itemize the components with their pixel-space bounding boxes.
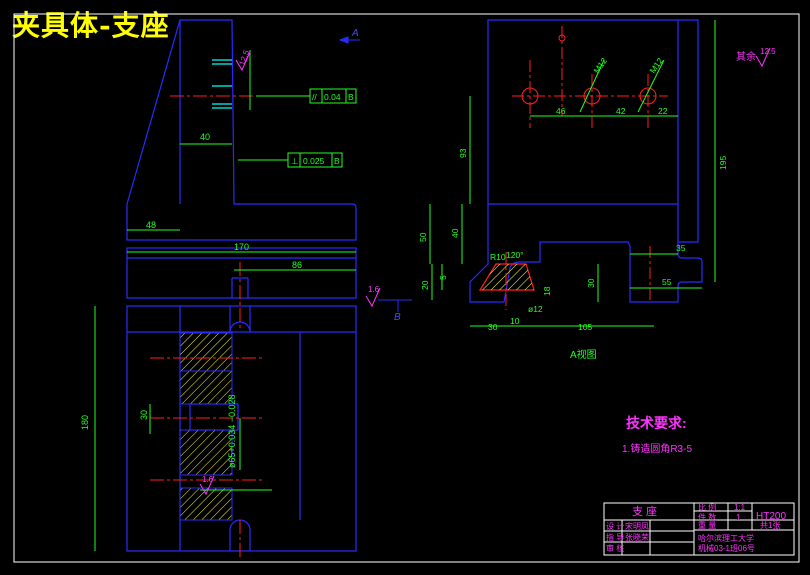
front-dim-labels: 40 48 170 86 180 30 ø65+0.034 −0.028 bbox=[80, 132, 302, 468]
dim-50: 50 bbox=[418, 232, 428, 242]
side-view-label: A视图 bbox=[570, 348, 597, 361]
section-hatching bbox=[179, 332, 233, 521]
title-block-frame bbox=[603, 502, 795, 556]
qty-value: 1 bbox=[736, 513, 741, 522]
dim-30-side: 30 bbox=[488, 322, 498, 332]
title-block-text: 支 座 比 例 1:1 件 数 1 HT200 设 计 宋明凤 指 导 张晓荣 … bbox=[606, 502, 786, 553]
dim-180: 180 bbox=[80, 415, 90, 430]
view-arrows bbox=[338, 36, 412, 312]
dim-46: 46 bbox=[556, 106, 566, 116]
tol-1-value: 0.04 bbox=[324, 92, 341, 102]
callout-m12-a: M12 bbox=[591, 56, 609, 76]
dim-48: 48 bbox=[146, 220, 156, 230]
material: HT200 bbox=[756, 511, 786, 522]
dim-170: 170 bbox=[234, 242, 249, 252]
school-name: 哈尔滨理工大学 bbox=[698, 533, 754, 543]
side-hatch bbox=[480, 264, 534, 290]
base-plate bbox=[126, 247, 357, 299]
side-dim-labels: 46 42 22 93 195 50 40 20 5 30 35 55 10 1… bbox=[418, 56, 728, 332]
dim-86: 86 bbox=[292, 260, 302, 270]
slot-marks bbox=[212, 59, 232, 109]
dim-10: 10 bbox=[510, 316, 520, 326]
side-view bbox=[469, 19, 703, 303]
reviewer-role: 审 核 bbox=[606, 543, 624, 553]
tolerance-frames bbox=[287, 88, 357, 168]
dim-30: 30 bbox=[139, 410, 149, 420]
designer-role: 设 计 bbox=[606, 521, 624, 531]
roughness-1-6-a: 1.6 bbox=[368, 285, 380, 294]
section-body bbox=[126, 305, 357, 552]
tol-2-value: 0.025 bbox=[303, 156, 325, 166]
dim-35: 35 bbox=[676, 243, 686, 253]
roughness-1-6-b: 1.6 bbox=[202, 475, 214, 484]
dim-22: 22 bbox=[658, 106, 668, 116]
remaining-roughness-value: 12.5 bbox=[760, 47, 776, 56]
radius-r10: R10 bbox=[490, 252, 506, 262]
side-center-lines bbox=[505, 26, 668, 310]
dim-18: 18 bbox=[542, 286, 552, 296]
designer-name: 宋明凤 bbox=[625, 521, 649, 531]
dim-30-right: 30 bbox=[586, 278, 596, 288]
dim-55: 55 bbox=[662, 277, 672, 287]
dim-42: 42 bbox=[616, 106, 626, 116]
scale-value: 1:1 bbox=[734, 503, 746, 512]
dim-20: 20 bbox=[420, 280, 430, 290]
callout-m12-b: M12 bbox=[647, 56, 665, 76]
dim-195: 195 bbox=[718, 156, 728, 170]
advisor-role: 指 导 bbox=[606, 532, 624, 542]
sheet-count: 共1张 bbox=[760, 521, 780, 530]
tol-1-symbol: // bbox=[312, 92, 317, 102]
bore-dim: ø65+0.034 −0.028 bbox=[227, 394, 237, 468]
roughness-marks bbox=[199, 51, 381, 496]
part-name: 支 座 bbox=[632, 504, 657, 518]
tol-2-datum: B bbox=[334, 156, 340, 166]
front-upright-outline bbox=[126, 19, 357, 241]
tolerance-text: // 0.04 B ⊥ 0.025 B bbox=[291, 92, 354, 166]
drawing-title: 夹具体-支座 bbox=[12, 9, 170, 42]
view-marker-b: B bbox=[394, 312, 401, 323]
scale-label: 比 例 bbox=[698, 502, 716, 512]
dim-5: 5 bbox=[438, 275, 448, 280]
remaining-roughness-label: 其余 bbox=[736, 50, 756, 63]
tol-1-datum: B bbox=[348, 92, 354, 102]
side-dimensions bbox=[429, 20, 716, 327]
note-1: 1.铸造圆角R3-5 bbox=[622, 442, 692, 455]
dim-o12: ø12 bbox=[528, 304, 543, 314]
class-info: 机械03-1班06号 bbox=[698, 543, 755, 553]
tol-2-symbol: ⊥ bbox=[291, 156, 299, 166]
center-lines bbox=[150, 95, 270, 560]
sheet-border bbox=[13, 13, 800, 563]
view-marker-a: A bbox=[351, 28, 359, 39]
angle-120: 120° bbox=[506, 250, 524, 260]
weight-label: 重 量 bbox=[698, 520, 716, 530]
advisor-name: 张晓荣 bbox=[625, 532, 649, 542]
dim-93: 93 bbox=[458, 148, 468, 158]
dim-40-side: 40 bbox=[450, 228, 460, 238]
front-dimensions bbox=[94, 50, 356, 551]
roughness-12-5: 12.5 bbox=[237, 48, 251, 66]
notes-heading: 技术要求: bbox=[626, 415, 687, 431]
front-view bbox=[126, 19, 357, 552]
dim-105: 105 bbox=[578, 322, 592, 332]
dim-40: 40 bbox=[200, 132, 210, 142]
qty-label: 件 数 bbox=[698, 512, 716, 522]
